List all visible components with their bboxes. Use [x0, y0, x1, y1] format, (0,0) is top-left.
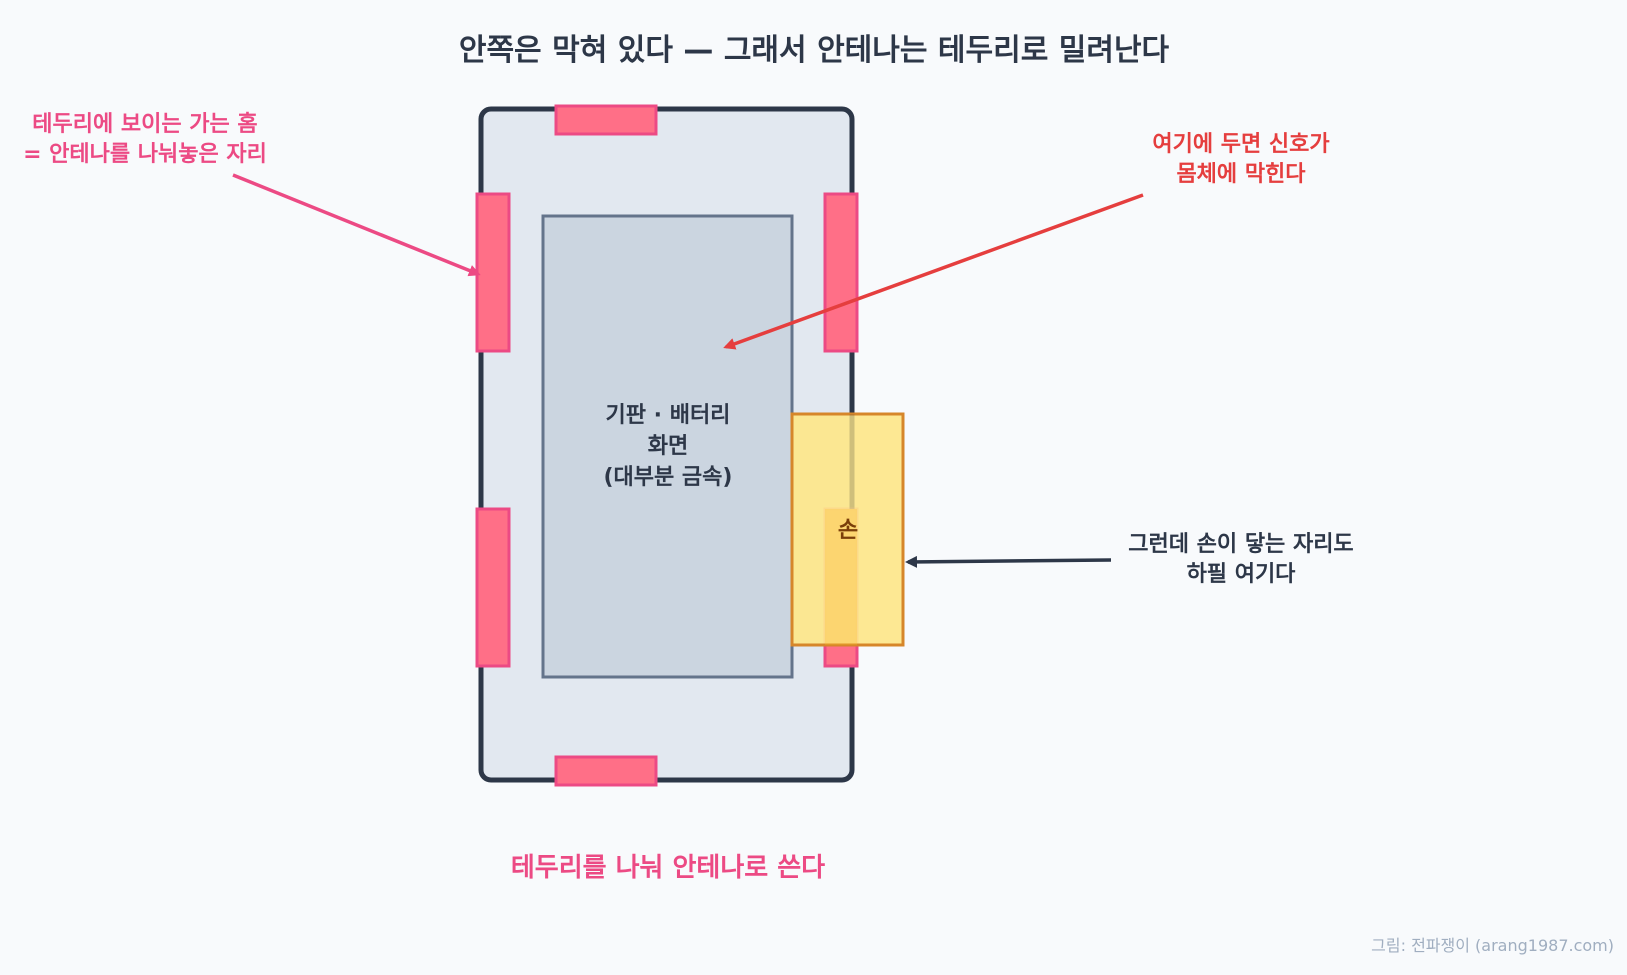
inner-board: [541, 214, 794, 679]
hand-arrow: [905, 555, 1112, 568]
inner-label-line3: (대부분 금속): [604, 465, 733, 490]
hand-label: 손: [838, 518, 858, 543]
groove-annotation-line1: 테두리에 보이는 가는 홈: [32, 112, 257, 137]
diagram-title: 안쪽은 막혀 있다 — 그래서 안테나는 테두리로 밀려난다: [459, 33, 1170, 68]
blocked-annotation-line2: 몸체에 막힌다: [1176, 162, 1306, 187]
antenna-segment-right-upper: [823, 192, 859, 353]
blocked-arrow: [723, 193, 1144, 350]
hand-region: [790, 412, 905, 647]
groove-annotation-line2: = 안테나를 나눠놓은 자리: [23, 142, 267, 167]
antenna-segment-left-upper: [475, 192, 511, 353]
inner-label-line2: 화면: [648, 434, 688, 459]
antenna-segment-left-lower: [475, 507, 511, 668]
credit-text: 그림: 전파쟁이 (arang1987.com): [1371, 936, 1614, 955]
antenna-segment-top: [554, 104, 658, 136]
hand-annotation-line2: 하필 여기다: [1187, 562, 1297, 587]
hand-annotation-line1: 그런데 손이 닿는 자리도: [1128, 532, 1353, 557]
diagram-caption: 테두리를 나눠 안테나로 쓴다: [511, 853, 825, 883]
hand-overlap-shade: [825, 509, 857, 645]
antenna-segment-bottom: [554, 755, 658, 787]
groove-arrow: [232, 173, 481, 277]
blocked-annotation-line1: 여기에 두면 신호가: [1152, 132, 1329, 157]
inner-label-line1: 기판 · 배터리: [606, 403, 731, 428]
